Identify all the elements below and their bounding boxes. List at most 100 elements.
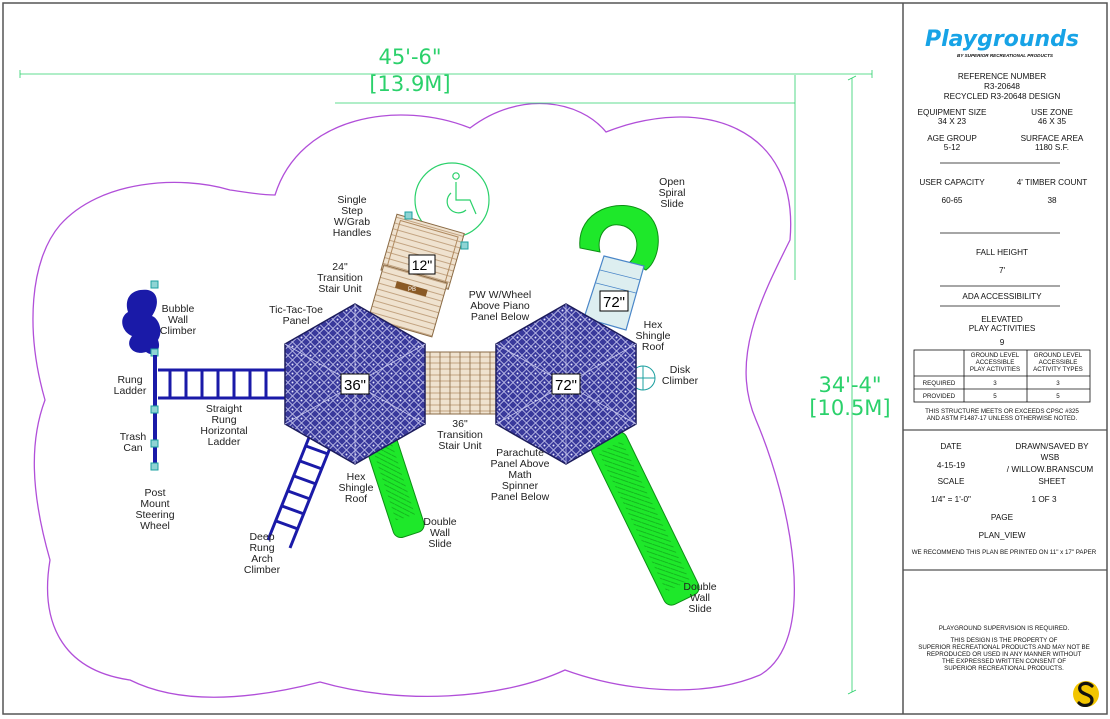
text-line: Slide bbox=[688, 603, 712, 615]
spiral-height: 72" bbox=[603, 294, 625, 311]
text-line: THIS STRUCTURE MEETS OR EXCEEDS CPSC #32… bbox=[925, 408, 1079, 415]
table-cell: 5 bbox=[993, 393, 997, 400]
text-line: Steering bbox=[135, 509, 174, 521]
fall-height: 7' bbox=[999, 266, 1006, 275]
table-row-label: REQUIRED bbox=[923, 380, 956, 387]
text-line: 36" bbox=[452, 418, 468, 430]
text-line: Panel Below bbox=[491, 491, 550, 503]
use-zone-outline bbox=[32, 102, 795, 698]
text-line: ACCESSIBLE bbox=[1039, 359, 1078, 366]
age-group-label: AGE GROUP bbox=[927, 134, 977, 143]
text-line: Shingle bbox=[635, 330, 670, 342]
date-value: 4-15-19 bbox=[937, 461, 966, 470]
scale-label: SCALE bbox=[938, 477, 965, 486]
text-line: Hex bbox=[644, 319, 663, 331]
spiral-slide-steps bbox=[595, 269, 641, 294]
text-line: Climber bbox=[244, 564, 281, 576]
text-line: THIS DESIGN IS THE PROPERTY OF bbox=[951, 637, 1058, 644]
text-line: GROUND LEVEL bbox=[1034, 352, 1083, 359]
text-line: / WILLOW.BRANSCUM bbox=[1007, 465, 1094, 474]
post-marker bbox=[460, 241, 469, 250]
print-note: WE RECOMMEND THIS PLAN BE PRINTED ON 11"… bbox=[912, 549, 1097, 556]
post-marker bbox=[150, 462, 159, 471]
supervision-note: PLAYGROUND SUPERVISION IS REQUIRED. bbox=[939, 625, 1070, 632]
superior-logo-icon bbox=[1073, 681, 1099, 707]
width-meters-label: [13.9M] bbox=[369, 72, 450, 96]
date-label: DATE bbox=[940, 442, 962, 451]
reference-number: R3-20648 bbox=[984, 82, 1020, 91]
text-line: Roof bbox=[345, 493, 367, 505]
text-line: THE EXPRESSED WRITTEN CONSENT OF bbox=[942, 658, 1066, 665]
elevated-value: 9 bbox=[1000, 338, 1005, 347]
text-line: Open bbox=[659, 176, 685, 188]
text-line: Roof bbox=[642, 341, 664, 353]
text-line: Stair Unit bbox=[318, 283, 361, 295]
horizontal-ladder bbox=[158, 368, 288, 400]
page-label: PAGE bbox=[991, 513, 1014, 522]
text-line: Arch bbox=[251, 553, 273, 565]
text-line: Post bbox=[144, 487, 165, 499]
text-line: Step bbox=[341, 205, 363, 217]
text-line: Bubble bbox=[162, 303, 195, 315]
text-line: Slide bbox=[660, 198, 684, 210]
text-line: Above Piano bbox=[470, 300, 530, 312]
text-line: Spinner bbox=[502, 480, 539, 492]
text-line: Math bbox=[508, 469, 532, 481]
post-marker bbox=[150, 348, 159, 357]
ada-label: ADA ACCESSIBILITY bbox=[962, 292, 1042, 301]
text-line: PLAY ACTIVITIES bbox=[970, 366, 1020, 373]
text-line: Rung bbox=[249, 542, 274, 554]
brand-logo: Playgrounds bbox=[925, 27, 1079, 52]
text-line: Wall bbox=[430, 527, 450, 539]
spiral-height-tag bbox=[599, 290, 629, 312]
equipment-size: 34 X 23 bbox=[938, 117, 967, 126]
text-line: Stair Unit bbox=[438, 440, 481, 452]
table-row-label: PROVIDED bbox=[923, 393, 956, 400]
text-line: Ladder bbox=[208, 436, 241, 448]
text-line: Ladder bbox=[114, 385, 147, 397]
scale-value: 1/4" = 1'-0" bbox=[931, 495, 971, 504]
deck-height-tag bbox=[551, 373, 581, 395]
text-line: Handles bbox=[333, 227, 372, 239]
width-dimension bbox=[19, 70, 873, 695]
text-line: Deep bbox=[249, 531, 274, 543]
text-line: Can bbox=[123, 442, 142, 454]
text-line: Shingle bbox=[338, 482, 373, 494]
text-line: Wall bbox=[690, 592, 710, 604]
text-line: Climber bbox=[160, 325, 197, 337]
text-line: SUPERIOR RECREATIONAL PRODUCTS. bbox=[944, 665, 1064, 672]
post-marker bbox=[404, 211, 413, 220]
text-line: Wall bbox=[168, 314, 188, 326]
age-group: 5-12 bbox=[944, 143, 961, 152]
text-line: Panel Below bbox=[471, 311, 530, 323]
post-marker bbox=[150, 439, 159, 448]
text-line: WSB bbox=[1041, 453, 1060, 462]
left-deck-height: 36" bbox=[344, 377, 366, 394]
text-line: Panel Above bbox=[491, 458, 550, 470]
text-line: REPRODUCED OR USED IN ANY MANNER WITHOUT bbox=[927, 651, 1082, 658]
text-line: W/Grab bbox=[334, 216, 370, 228]
open-spiral-slide bbox=[579, 204, 659, 271]
step-height-tag bbox=[408, 254, 436, 275]
surface-area-label: SURFACE AREA bbox=[1021, 134, 1084, 143]
text-line: Spiral bbox=[659, 187, 686, 199]
post-marker bbox=[150, 405, 159, 414]
text-line: Transition bbox=[437, 429, 483, 441]
text-line: Horizontal bbox=[200, 425, 247, 437]
text-line: ACCESSIBLE bbox=[976, 359, 1015, 366]
